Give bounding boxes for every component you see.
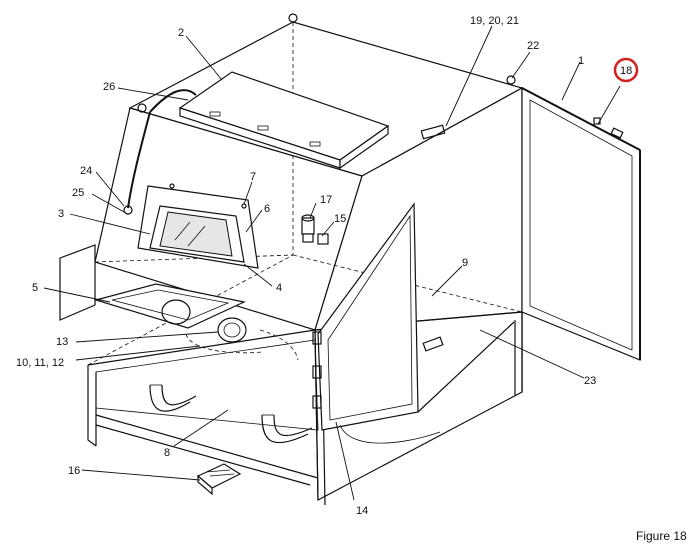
highlight-circle: [613, 57, 639, 83]
callout-1: 1: [578, 55, 584, 67]
callout-8: 8: [164, 447, 170, 459]
callout-10-11-12: 10, 11, 12: [16, 357, 64, 369]
ducting: [149, 384, 313, 444]
callout-18: 18: [620, 65, 632, 77]
callout-16: 16: [68, 465, 80, 477]
foot-pedal: [196, 463, 242, 496]
hinge-2: [312, 365, 322, 379]
light-fixture: [178, 71, 390, 170]
hose-top: [149, 89, 197, 113]
callout-3: 3: [58, 208, 64, 220]
callout-labels: 2 19, 20, 21 22 1 18 26 24 25 3 7 6 4 5 …: [16, 15, 632, 517]
callout-15: 15: [334, 213, 346, 225]
left-box: [59, 244, 96, 321]
hinge-1: [312, 331, 322, 345]
callout-4: 4: [276, 282, 282, 294]
cabinet-body: [59, 21, 524, 506]
callout-14: 14: [356, 505, 368, 517]
top-latch: [420, 124, 446, 140]
callout-5: 5: [32, 282, 38, 294]
callout-6: 6: [264, 203, 270, 215]
callout-17: 17: [320, 194, 332, 206]
side-latch: [422, 336, 444, 352]
view-window: [137, 183, 259, 269]
callout-23: 23: [584, 375, 596, 387]
lifting-eye-top: [288, 13, 298, 23]
callout-9: 9: [462, 257, 468, 269]
callout-13: 13: [56, 336, 68, 348]
callout-25: 25: [72, 187, 84, 199]
figure-caption: Figure 18: [636, 529, 687, 543]
callout-19-20-21: 19, 20, 21: [470, 15, 519, 27]
fittings: [301, 214, 329, 245]
callout-7: 7: [250, 171, 256, 183]
callout-22: 22: [527, 40, 539, 52]
callout-24: 24: [80, 165, 92, 177]
hose-clamp: [123, 205, 133, 215]
hinge-3: [312, 395, 322, 409]
open-door: [521, 87, 641, 361]
lifting-eye-left: [137, 103, 147, 113]
glove-frame: [93, 283, 299, 361]
lifting-eye-right: [506, 75, 516, 85]
door-latch: [610, 127, 624, 139]
side-door: [312, 202, 515, 444]
callout-2: 2: [178, 27, 184, 39]
door-clip: [593, 117, 601, 125]
leader-lines: [43, 25, 621, 501]
callout-26: 26: [103, 81, 115, 93]
hose-side: [127, 111, 151, 209]
